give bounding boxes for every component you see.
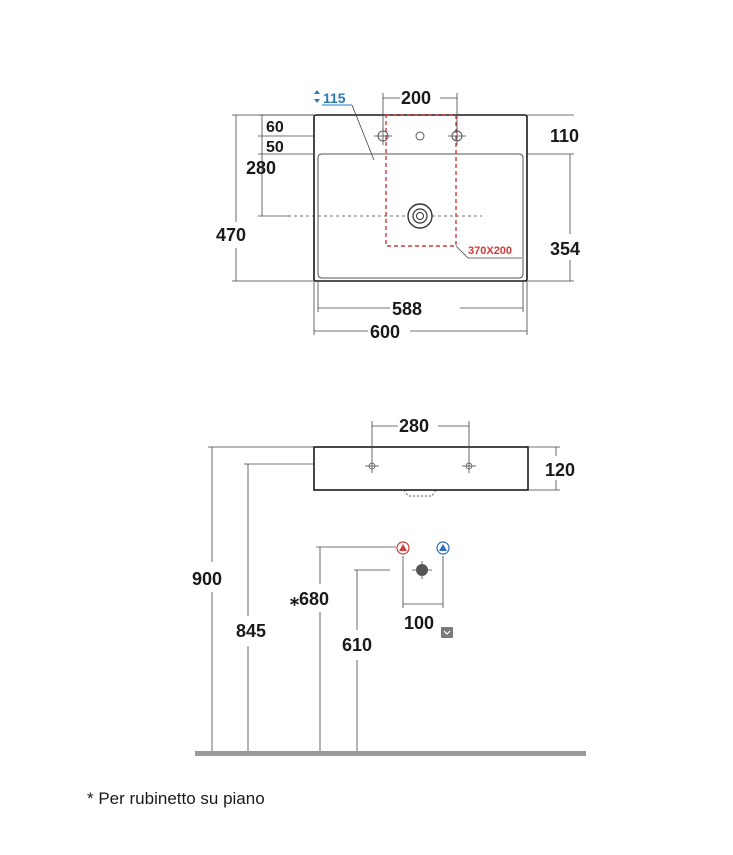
chevron-down-icon	[441, 627, 453, 638]
floor-line	[195, 751, 586, 756]
hot-water-icon	[396, 541, 410, 555]
rim-width-label: 110	[550, 126, 579, 146]
faucet-spacing-label: 200	[401, 88, 431, 108]
faucet-depth-label: 115	[323, 90, 346, 106]
total-depth-label: 470	[216, 225, 246, 245]
footnote: * Per rubinetto su piano	[87, 789, 265, 808]
hole-to-basin-label: 50	[266, 139, 284, 156]
hole-spacing-label: 280	[399, 416, 429, 436]
arrow-updown-icon	[314, 90, 320, 103]
back-to-drain-label: 280	[246, 158, 276, 178]
basin-height-label: 120	[545, 460, 575, 480]
basin-bowl	[317, 153, 524, 279]
bottom-height-label: 845	[236, 621, 266, 641]
basin-outline	[313, 114, 528, 282]
basin-depth-label: 354	[550, 239, 580, 259]
drain-icon	[407, 203, 433, 229]
cold-water-icon	[436, 541, 450, 555]
hole-marker-left	[365, 459, 379, 473]
back-edge-to-hole-label: 60	[266, 119, 284, 136]
total-width-label: 600	[370, 322, 400, 342]
inner-width-label: 588	[392, 299, 422, 319]
outlet-height-label: 610	[342, 635, 372, 655]
cutout-area	[385, 114, 457, 247]
side-view: 280 120 900 845 ⁎680 610	[192, 416, 586, 756]
hole-marker-right	[462, 459, 476, 473]
inlet-height-label: ⁎680	[290, 589, 329, 609]
outlet-icon	[412, 561, 432, 579]
top-view: 370X200 115	[216, 88, 580, 342]
cutout-label: 370X200	[468, 245, 512, 257]
faucet-hole-center	[415, 131, 425, 141]
basin-side-outline	[313, 446, 529, 491]
inlet-spacing-label: 100	[404, 613, 434, 633]
rim-height-label: 900	[192, 569, 222, 589]
